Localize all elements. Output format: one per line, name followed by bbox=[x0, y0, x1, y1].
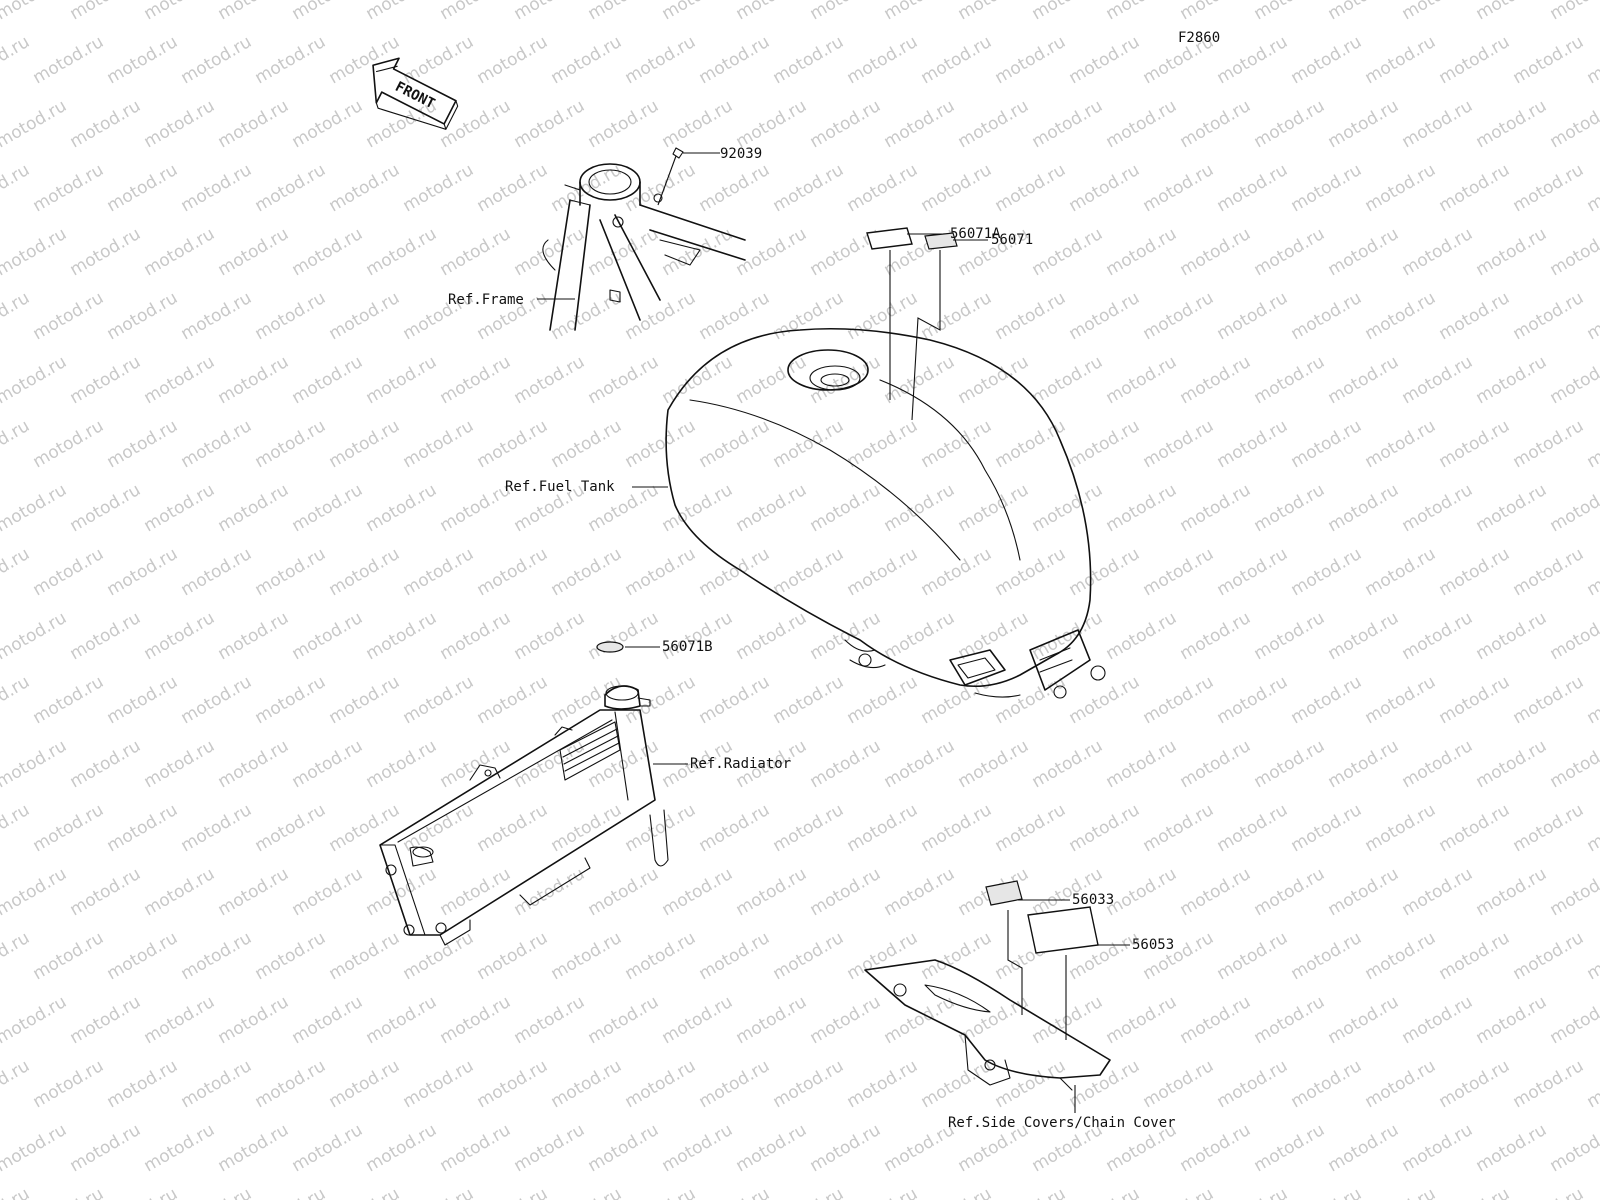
part-92039-clip[interactable] bbox=[657, 147, 720, 206]
side-chain-cover[interactable] bbox=[864, 959, 1111, 1091]
part-number-56071[interactable]: 56071 bbox=[991, 232, 1034, 248]
ref-radiator-label[interactable]: Ref.Radiator bbox=[690, 756, 792, 772]
label-56071[interactable] bbox=[911, 232, 988, 421]
part-number-92039[interactable]: 92039 bbox=[720, 146, 763, 162]
radiator[interactable] bbox=[379, 685, 669, 946]
figure-code: F2860 bbox=[1178, 30, 1221, 46]
fuel-tank[interactable] bbox=[665, 327, 1106, 699]
ref-side-covers-label[interactable]: Ref.Side Covers/Chain Cover bbox=[948, 1115, 1176, 1131]
label-56071B[interactable] bbox=[596, 641, 660, 653]
ref-frame-label[interactable]: Ref.Frame bbox=[448, 292, 524, 308]
part-number-56033[interactable]: 56033 bbox=[1072, 892, 1115, 908]
label-56033[interactable] bbox=[985, 880, 1070, 1015]
frame-steering-head[interactable] bbox=[542, 163, 746, 331]
part-number-56071A[interactable]: 56071A bbox=[950, 226, 1001, 242]
part-number-56071B[interactable]: 56071B bbox=[662, 639, 713, 655]
front-arrow-text: FRONT bbox=[392, 79, 437, 112]
front-arrow-icon: FRONT bbox=[372, 57, 459, 130]
ref-fuel-tank-label[interactable]: Ref.Fuel Tank bbox=[505, 479, 615, 495]
label-56053[interactable] bbox=[1027, 906, 1130, 1040]
part-number-56053[interactable]: 56053 bbox=[1132, 937, 1175, 953]
label-56071A[interactable] bbox=[866, 227, 948, 400]
